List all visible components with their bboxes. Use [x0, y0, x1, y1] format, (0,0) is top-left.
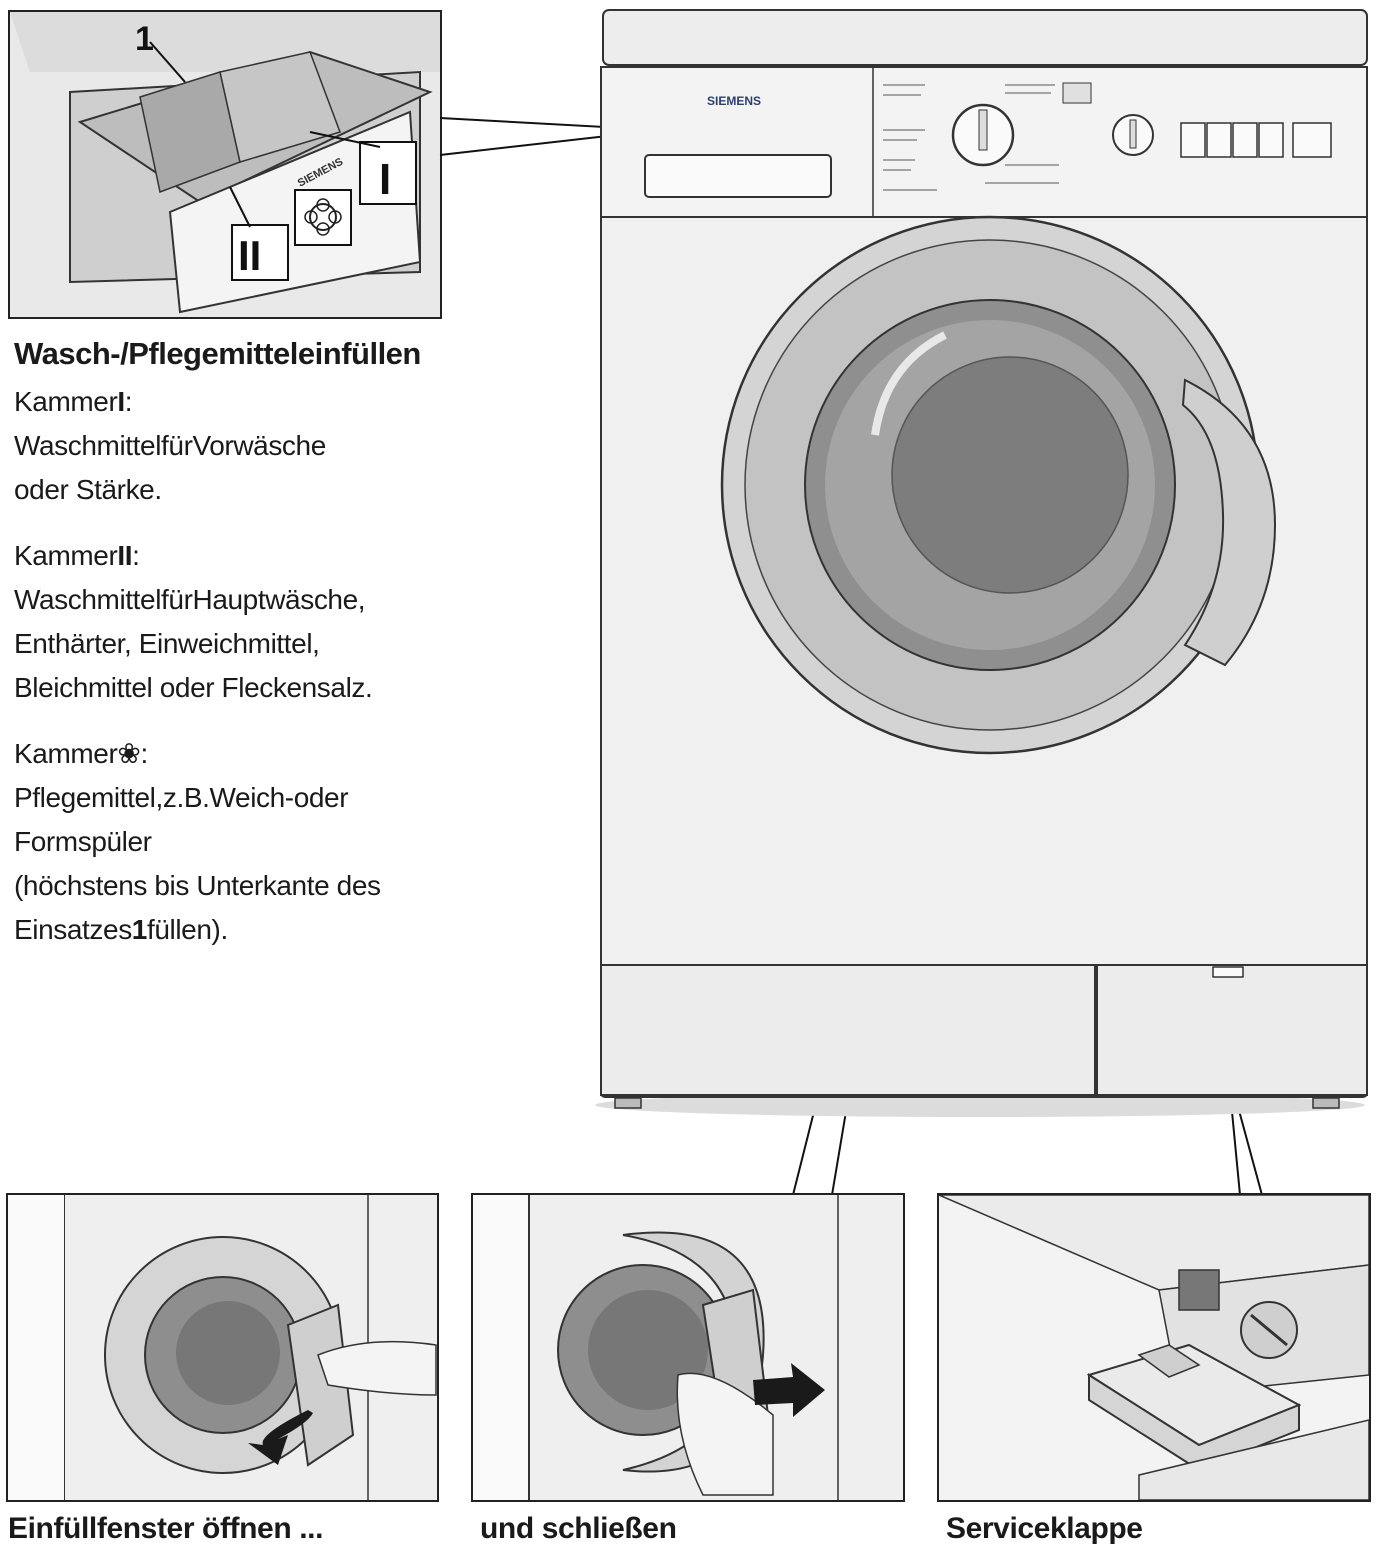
chamber-1-numeral: I [117, 386, 125, 417]
softener-flower-icon: ❀ [117, 738, 141, 769]
chamber-3-prefix: Kammer [14, 738, 118, 769]
chamber-1-line2: WaschmittelfürVorwäsche [14, 430, 326, 461]
drawer-marker-1: 1 [135, 20, 154, 58]
chamber-3-line2: Pflegemittel,z.B.Weich-oder [14, 782, 349, 813]
chamber-2-prefix: Kammer [14, 540, 118, 571]
detergent-drawer-drawing: 1 I II SIEMENS [10, 12, 440, 317]
chamber-3-line4: (höchstens bis Unterkante des [14, 870, 381, 901]
service-flap-illustration [937, 1193, 1371, 1502]
service-flap-drawing [939, 1195, 1369, 1500]
detergent-instructions: Wasch-/Pflegemitteleinfüllen KammerI: Wa… [14, 336, 574, 974]
chamber-3-line5-suffix: füllen). [146, 914, 228, 945]
chamber-1-colon: : [124, 386, 133, 417]
chamber-3-line5-prefix: Einsatzes [14, 914, 132, 945]
washing-machine-illustration: SIEMENS [595, 9, 1368, 1117]
instructions-heading: Wasch-/Pflegemitteleinfüllen [14, 336, 421, 371]
chamber-2-numeral: II [117, 540, 133, 571]
chamber-2-line2: WaschmittelfürHauptwäsche, [14, 584, 366, 615]
chamber-1-line3: oder Stärke. [14, 474, 162, 505]
chamber-3-description: Kammer❀: Pflegemittel,z.B.Weich-oder For… [14, 732, 574, 952]
caption-service-flap: Serviceklappe [946, 1512, 1143, 1545]
open-door-drawing [8, 1195, 437, 1500]
chamber-2-description: KammerII: WaschmittelfürHauptwäsche, Ent… [14, 534, 574, 710]
close-door-drawing [473, 1195, 903, 1500]
close-door-illustration [471, 1193, 905, 1502]
drawer-chamber-II-label: II [238, 232, 261, 279]
caption-open-door: Einfüllfenster öffnen ... [8, 1512, 324, 1545]
open-door-illustration [6, 1193, 439, 1502]
detergent-drawer-illustration: 1 I II SIEMENS [8, 10, 442, 319]
caption-close-door: und schließen [480, 1512, 677, 1545]
drawer-chamber-I-label: I [379, 155, 391, 204]
chamber-2-line3: Enthärter, Einweichmittel, [14, 628, 320, 659]
chamber-1-prefix: Kammer [14, 386, 118, 417]
chamber-1-description: KammerI: WaschmittelfürVorwäsche oder St… [14, 380, 574, 512]
chamber-3-line3: Formspüler [14, 826, 152, 857]
chamber-2-colon: : [132, 540, 140, 571]
chamber-3-line5-marker: 1 [131, 914, 148, 945]
chamber-2-line4: Bleichmittel oder Fleckensalz. [14, 672, 373, 703]
machine-brand-label: SIEMENS [707, 94, 761, 108]
chamber-3-colon: : [140, 738, 148, 769]
